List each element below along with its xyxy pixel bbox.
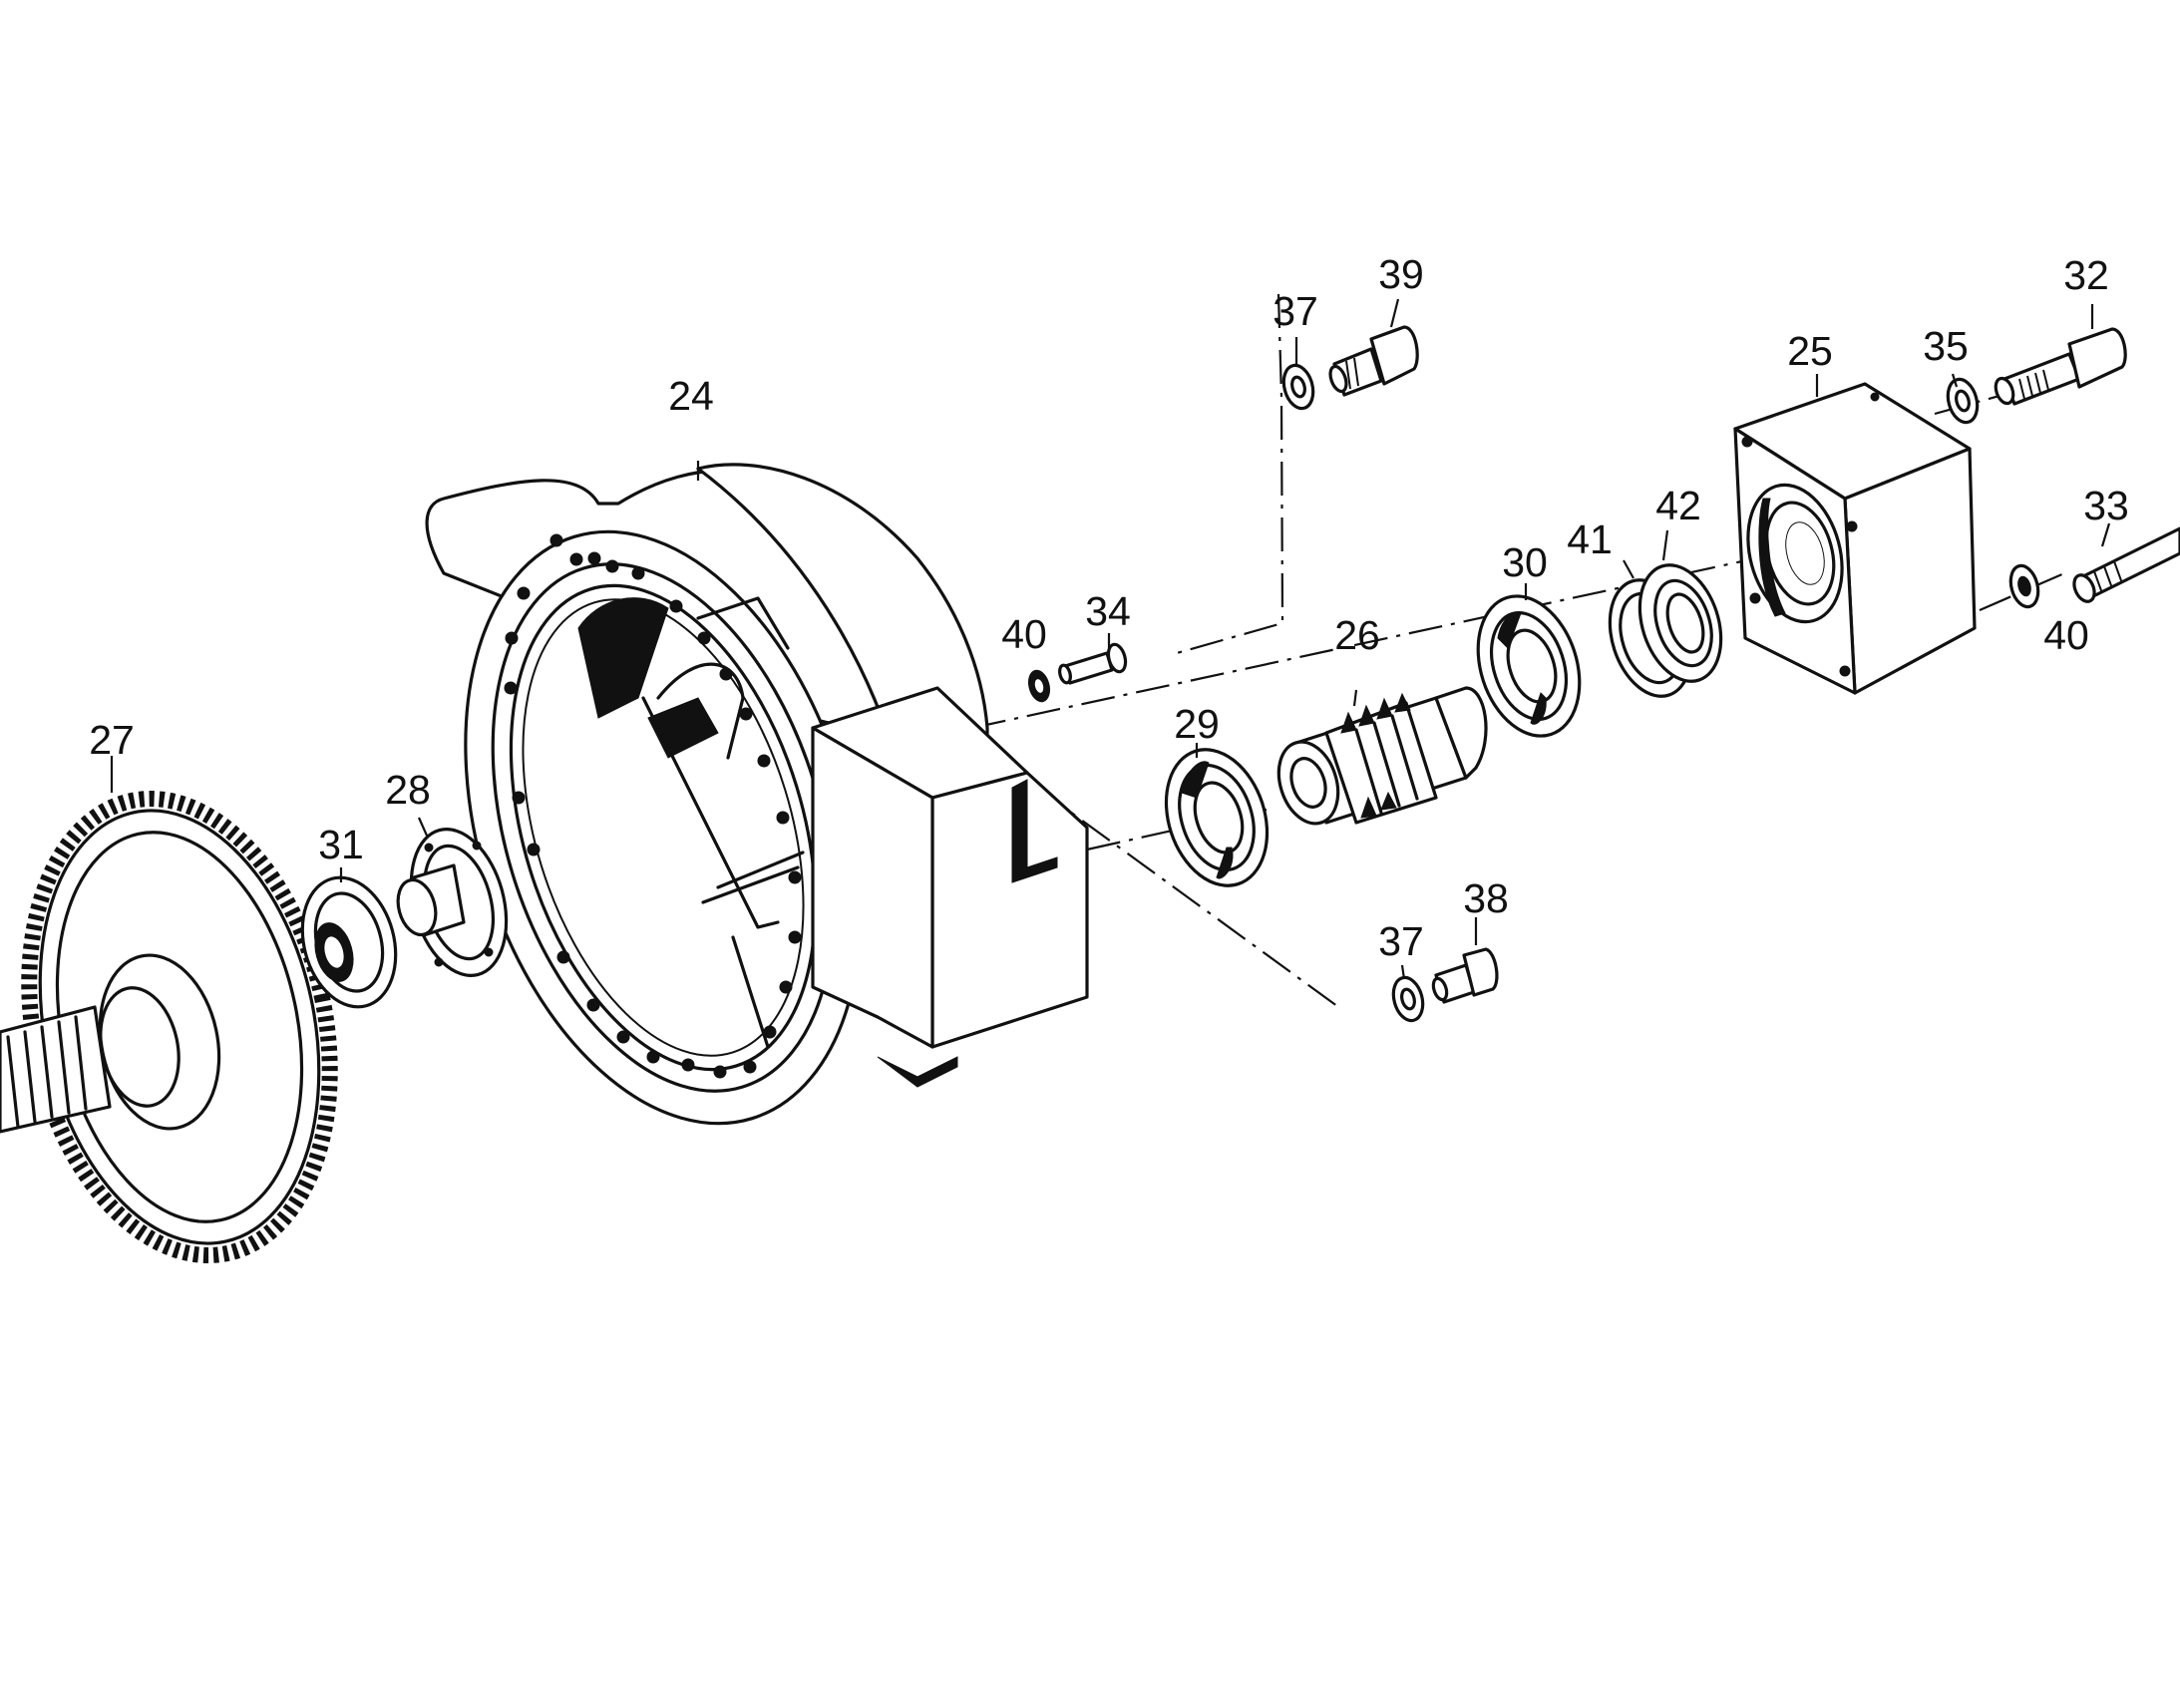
cover-block-part-25 <box>1733 382 1977 695</box>
label-part-33: 33 <box>2083 483 2129 528</box>
label-part-40-left: 40 <box>1001 611 1047 657</box>
label-part-31: 31 <box>318 822 364 867</box>
label-part-30: 30 <box>1502 539 1548 585</box>
spur-gear-part-27 <box>0 791 338 1263</box>
label-part-28: 28 <box>385 767 431 813</box>
plug-part-39 <box>1328 325 1419 397</box>
label-part-32: 32 <box>2063 252 2109 298</box>
bolt-part-33 <box>2072 526 2180 603</box>
label-part-24: 24 <box>668 373 714 419</box>
washer-part-37-lower <box>1391 975 1425 1023</box>
label-part-40-right: 40 <box>2043 612 2089 658</box>
label-part-26: 26 <box>1334 612 1380 658</box>
bolt-part-34 <box>1058 642 1128 685</box>
bearing-part-30 <box>1476 594 1582 738</box>
plug-part-38 <box>1431 947 1499 1004</box>
label-part-34: 34 <box>1085 588 1131 634</box>
flange-bolt-holes <box>504 533 802 1079</box>
label-part-42: 42 <box>1655 483 1701 528</box>
shaft-splines <box>6 1015 88 1129</box>
label-part-25: 25 <box>1787 328 1833 374</box>
housing-part-24 <box>425 463 1089 1126</box>
washer-part-35 <box>1946 377 1980 425</box>
washer-part-40-right <box>2008 563 2040 609</box>
bearing-part-29 <box>1164 748 1270 887</box>
seal-part-42 <box>1637 563 1723 683</box>
flange-shaft-part-28 <box>396 828 509 977</box>
washer-part-37-upper <box>1281 363 1315 411</box>
pinion-teeth <box>1340 692 1411 819</box>
leader-lines <box>110 298 2111 980</box>
label-part-39: 39 <box>1378 251 1424 297</box>
bearing-part-31 <box>300 875 398 1009</box>
washer-part-40-left <box>1027 669 1051 703</box>
label-part-27: 27 <box>89 717 135 763</box>
label-part-38: 38 <box>1463 875 1509 921</box>
label-part-41: 41 <box>1567 516 1613 562</box>
bolt-part-32 <box>1994 327 2127 406</box>
label-part-29: 29 <box>1174 701 1220 747</box>
label-part-35: 35 <box>1923 323 1969 369</box>
label-part-37-upper: 37 <box>1272 288 1318 334</box>
pinion-shaft-part-26 <box>1276 686 1488 826</box>
label-part-37-lower: 37 <box>1378 918 1424 964</box>
part-labels: 24 25 26 27 28 29 30 31 32 33 34 35 37 3… <box>89 251 2129 964</box>
